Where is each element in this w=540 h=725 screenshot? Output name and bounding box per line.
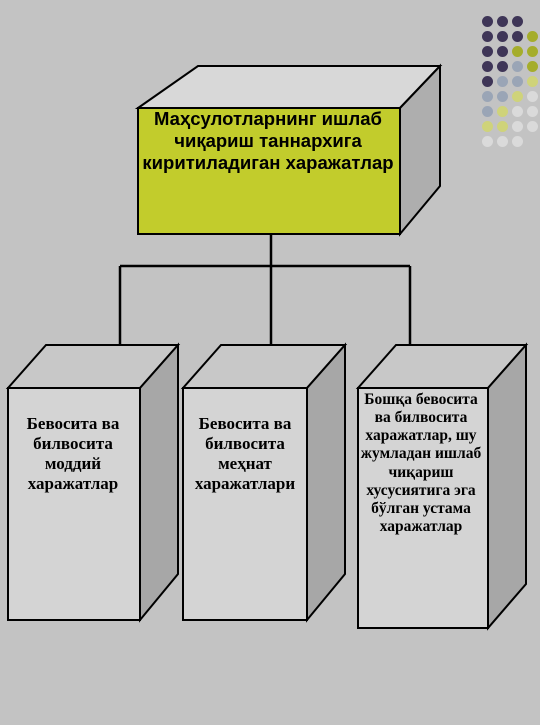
decor-dot <box>527 106 538 117</box>
decor-dot <box>482 136 493 147</box>
decor-dot <box>512 16 523 27</box>
column-box-3 <box>355 342 529 631</box>
decor-dot <box>512 91 523 102</box>
decor-dot <box>482 76 493 87</box>
top-box-front-face <box>137 107 401 235</box>
decor-dot <box>527 76 538 87</box>
decor-dot <box>497 76 508 87</box>
decor-dot <box>497 61 508 72</box>
top-box <box>134 63 443 237</box>
decor-dot <box>497 136 508 147</box>
decor-dot <box>497 91 508 102</box>
column-1-side-face <box>139 342 179 623</box>
decor-dot <box>512 106 523 117</box>
decor-dot <box>482 106 493 117</box>
connector-lines <box>118 234 412 345</box>
top-box-label: Маҳсулотларнинг ишлаб чиқариш таннархига… <box>142 108 394 173</box>
column-3-label: Бошқа бевосита ва билвосита харажатлар, … <box>360 391 482 535</box>
column-2-front-face <box>182 387 308 621</box>
decor-dot <box>482 61 493 72</box>
decor-dot <box>497 106 508 117</box>
decor-dot <box>482 16 493 27</box>
decor-dot <box>527 61 538 72</box>
decor-dot <box>512 31 523 42</box>
column-3-side-face <box>487 342 527 631</box>
decor-dot <box>512 76 523 87</box>
column-1-label: Бевосита ва билвосита моддий харажатлар <box>26 414 120 494</box>
decor-dot <box>527 31 538 42</box>
decor-dot <box>497 16 508 27</box>
decor-dot <box>512 46 523 57</box>
column-3-front-face <box>357 387 489 629</box>
decor-dot <box>512 121 523 132</box>
column-box-2 <box>180 342 348 623</box>
decor-dot <box>527 46 538 57</box>
decor-dot <box>482 121 493 132</box>
decor-dot <box>512 136 523 147</box>
decor-dot <box>482 31 493 42</box>
decor-dot <box>497 46 508 57</box>
decor-dot <box>512 61 523 72</box>
decor-dot <box>527 121 538 132</box>
column-1-front-face <box>7 387 141 621</box>
column-2-side-face <box>306 342 346 623</box>
decor-dot <box>482 91 493 102</box>
column-box-1 <box>5 342 181 623</box>
decor-dot <box>497 31 508 42</box>
decor-dot <box>482 46 493 57</box>
column-2-label: Бевосита ва билвосита меҳнат харажатлари <box>194 414 296 494</box>
top-box-top-face <box>134 65 443 109</box>
decor-dot <box>527 91 538 102</box>
decor-dot <box>497 121 508 132</box>
